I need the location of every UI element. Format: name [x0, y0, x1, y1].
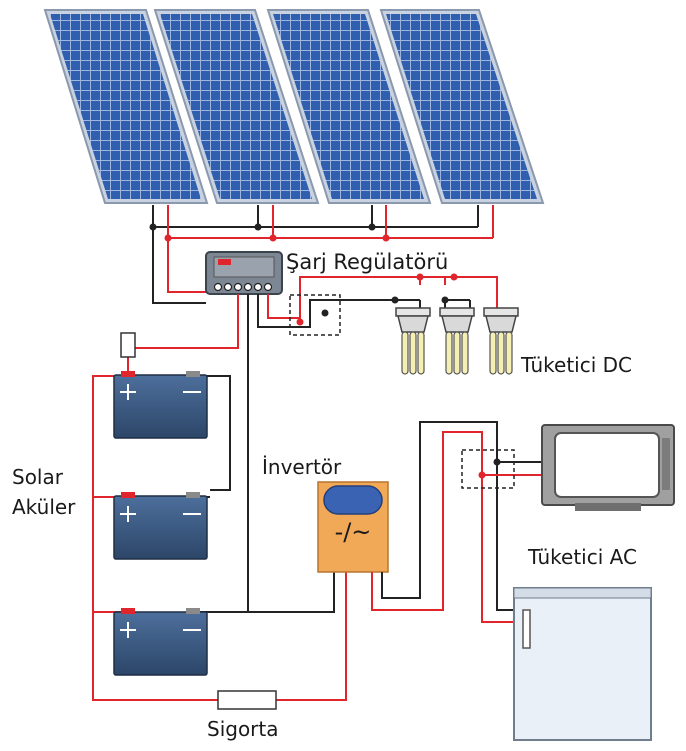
solar-panel-4 [379, 9, 545, 204]
solar-batteries-label-line2: Aküler [12, 495, 76, 519]
refrigerator [513, 587, 652, 741]
dc-consumer-label: Tüketici DC [521, 353, 632, 377]
tv [541, 424, 675, 511]
dc-junctions [296, 273, 458, 326]
fuse-top [120, 332, 136, 358]
ac-wiring [371, 421, 542, 623]
dc-lamp-1 [395, 307, 431, 375]
solar-batteries-label-line1: Solar [12, 465, 63, 489]
battery-2 [113, 492, 208, 560]
solar-panel-1 [43, 9, 209, 204]
fuse-bottom [217, 690, 277, 710]
solar-panel-3 [266, 9, 432, 204]
ac-consumer-label: Tüketici AC [528, 545, 637, 569]
dc-load-wiring [257, 276, 498, 336]
battery-1 [113, 371, 208, 439]
charge-regulator [205, 251, 283, 295]
inverter [317, 481, 389, 573]
ac-junctions [478, 458, 501, 479]
battery-3 [113, 608, 208, 676]
dc-lamp-3 [483, 307, 519, 375]
wire-junctions [149, 223, 390, 242]
solar-batteries-label: Solar Aküler [12, 462, 75, 522]
solar-panel-2 [153, 9, 320, 204]
charge-regulator-label: Şarj Regülatörü [286, 250, 449, 274]
fuse-label: Sigorta [207, 717, 279, 741]
dc-lamp-2 [439, 307, 475, 375]
inverter-label: İnvertör [262, 455, 342, 479]
panel-wiring [152, 205, 494, 304]
